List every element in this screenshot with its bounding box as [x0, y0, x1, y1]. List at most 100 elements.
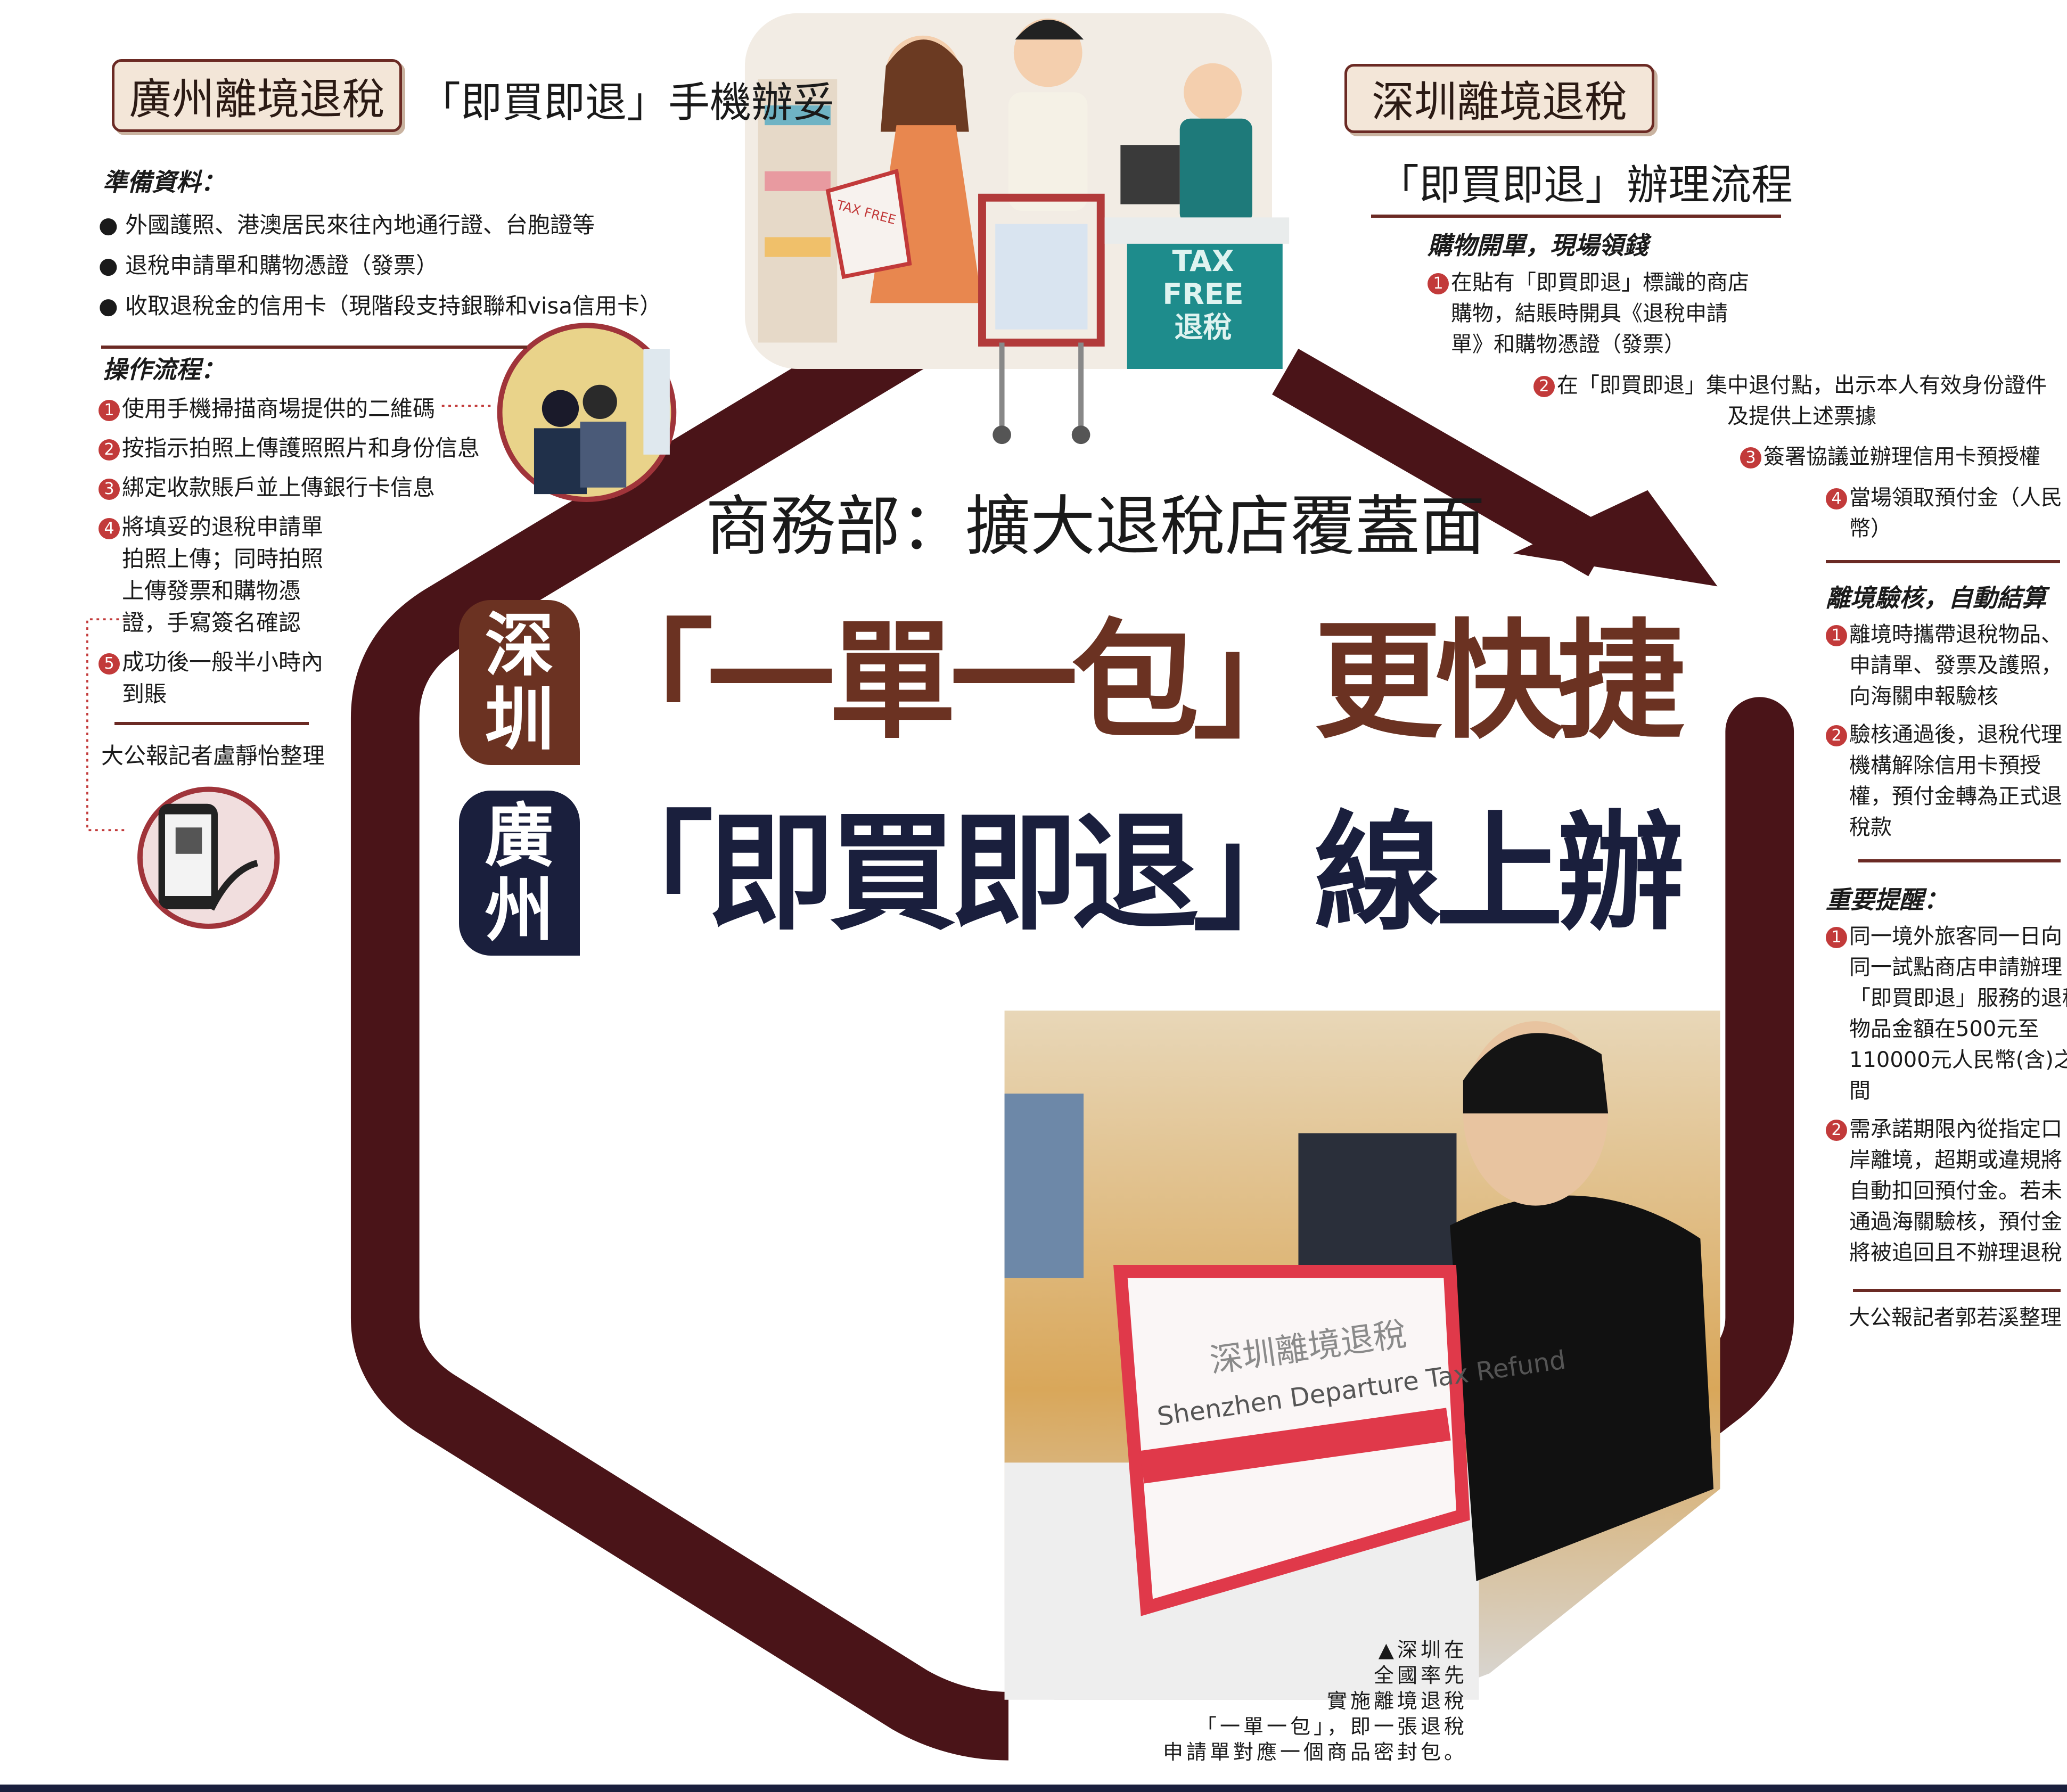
sign-line: 退稅 [1174, 310, 1232, 344]
shopping-cart [978, 193, 1105, 347]
badge-char: 廣 [485, 795, 554, 876]
caption-line: 申請單對應一個商品密封包。 [1162, 1740, 1467, 1764]
caption-line: ▲深圳在 [1378, 1638, 1467, 1662]
prep-item: ● 退稅申請單和購物憑證（發票） [99, 252, 439, 278]
step-text: 通過海關驗核，預付金 [1849, 1210, 2062, 1234]
tax-free-counter [1127, 237, 1283, 369]
right-credit: 大公報記者郭若溪整理 [1849, 1305, 2062, 1330]
step-number-badge: 1 [1826, 625, 1847, 646]
caption-line: 實施離境退稅 [1326, 1689, 1467, 1713]
step-number-badge: 1 [99, 399, 120, 421]
step-line: 110000元人民幣(含)之 [1826, 1045, 2067, 1075]
cashier-body [1179, 118, 1252, 224]
step-number-badge: 2 [1826, 725, 1847, 746]
hexagon-frame [350, 300, 1009, 1761]
prep-list: ● 外國護照、港澳居民來往內地通行證、台胞證等 ● 退稅申請單和購物憑證（發票）… [99, 205, 662, 326]
step-line: 到賬 [99, 678, 482, 710]
step-number-badge: 4 [1826, 488, 1847, 509]
kicker-headline: 商務部：擴大退稅店覆蓋面 [706, 489, 1485, 564]
step-text: 綁定收款賬戶並上傳銀行卡信息 [122, 474, 436, 500]
step-text: 岸離境，超期或違規將 [1849, 1148, 2062, 1172]
sec1-heading: 購物開單，現場領錢 [1428, 231, 1648, 260]
hexagon-frame-right [1455, 697, 1794, 1602]
shenzhen-subtitle: 「即買即退」辦理流程 [1377, 161, 1793, 209]
step-line: 同一試點商店申請辦理 [1826, 952, 2067, 983]
step-text: 向海關申報驗核 [1849, 684, 1998, 709]
step-number-badge: 4 [99, 517, 120, 539]
step-line: 通過海關驗核，預付金 [1826, 1206, 2067, 1237]
step-text: 「即買即退」服務的退稅 [1849, 986, 2067, 1010]
step-text: 在貼有「即買即退」標識的商店 [1451, 270, 1749, 295]
step-number-badge: 2 [1533, 376, 1555, 397]
sec3-heading: 重要提醒： [1826, 885, 1948, 914]
step-line: 拍照上傳；同時拍照 [99, 543, 482, 575]
shopping-bag [825, 169, 912, 280]
step-text: 單》和購物憑證（發票） [1451, 332, 1685, 357]
step-text: 將填妥的退稅申請單 [122, 514, 324, 540]
step-text: 在「即買即退」集中退付點，出示本人有效身份證件 [1557, 373, 2047, 398]
step-line: 向海關申報驗核 [1826, 681, 2062, 712]
step-text: 到賬 [122, 681, 167, 707]
step-text: 證，手寫簽名確認 [122, 610, 301, 636]
step-text: 離境時攜帶退稅物品、 [1849, 622, 2062, 647]
sec2-heading: 離境驗核，自動結算 [1826, 583, 2046, 612]
cash-register [1120, 145, 1180, 204]
step-text: 按指示拍照上傳護照照片和身份信息 [122, 435, 480, 461]
divider [1826, 560, 2060, 563]
step-line: 「即買即退」服務的退稅 [1826, 983, 2067, 1014]
flow-heading: 操作流程： [103, 355, 225, 384]
man-shirt [1008, 92, 1088, 211]
badge-char: 州 [485, 870, 554, 951]
prep-item-text: 外國護照、港澳居民來往內地通行證、台胞證等 [125, 212, 595, 238]
step-line: 權，預付金轉為正式退 [1826, 781, 2062, 812]
guangzhou-tag: 廣州離境退稅 [112, 59, 402, 132]
divider [101, 346, 527, 349]
divider [1371, 215, 1781, 218]
step-text: 及提供上述票據 [1727, 404, 1876, 429]
step-text: 驗核通過後，退稅代理 [1849, 722, 2062, 747]
step-line: 及提供上述票據 [1533, 401, 2047, 432]
step-line: 單》和購物憑證（發票） [1428, 329, 1749, 360]
step-number-badge: 5 [99, 653, 120, 675]
step-line: 物品金額在500元至 [1826, 1014, 2067, 1045]
badge-char: 圳 [485, 679, 554, 760]
headline-line2: 「即買即退」線上辦 [586, 799, 1685, 948]
step-line: 間 [1826, 1075, 2067, 1106]
step-line: 自動扣回預付金。若未 [1826, 1176, 2067, 1206]
headline-line1: 「一單一包」更快捷 [586, 607, 1685, 756]
step-text: 同一境外旅客同一日向 [1849, 924, 2062, 949]
guangzhou-subtitle: 「即買即退」手機辦妥 [419, 79, 835, 127]
photo-caption: ▲深圳在全國率先實施離境退稅「一單一包」，即一張退稅申請單對應一個商品密封包。 [1163, 1637, 1467, 1765]
divider [1858, 859, 2061, 862]
step-text: 同一試點商店申請辦理 [1849, 955, 2062, 980]
step-number-badge: 3 [1740, 447, 1761, 468]
shenzhen-badge: 深圳 [459, 600, 580, 765]
step-line: 機構解除信用卡預授 [1826, 750, 2062, 781]
shenzhen-tag: 深圳離境退稅 [1344, 64, 1654, 133]
step-text: 需承諾期限內從指定口 [1849, 1117, 2062, 1141]
